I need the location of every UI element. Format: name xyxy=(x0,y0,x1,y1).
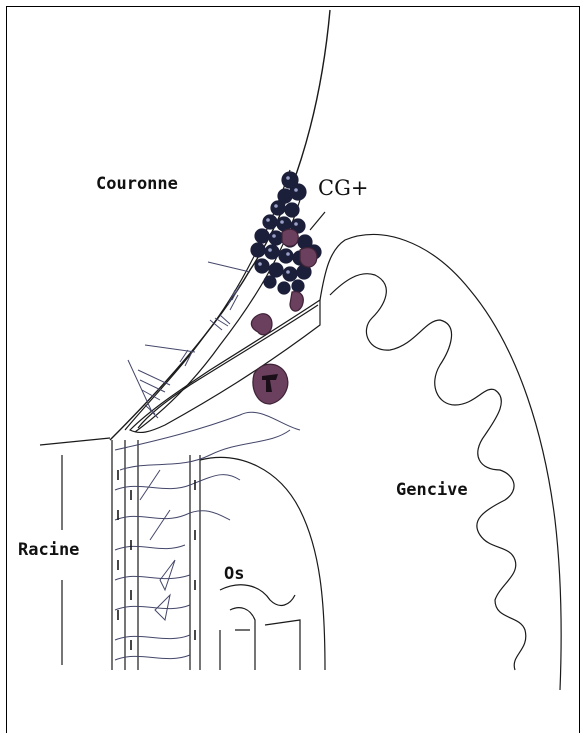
periodontal-fibers xyxy=(115,412,300,660)
label-crown: Couronne xyxy=(96,176,178,193)
label-bone: Os xyxy=(224,566,244,583)
junctional-epithelium-inner xyxy=(138,305,318,428)
label-cg-positive: CG+ xyxy=(318,178,368,199)
label-gum: Gencive xyxy=(396,482,468,499)
alveolar-bone-outline xyxy=(200,457,325,670)
gingiva-outline xyxy=(320,234,561,690)
cg-leader-line xyxy=(310,212,325,230)
crown-fibers xyxy=(128,262,250,418)
bone-trabeculae xyxy=(220,585,300,670)
cervical-line xyxy=(40,438,110,445)
label-root: Racine xyxy=(18,542,79,559)
rete-ridges xyxy=(330,274,526,670)
root-lines xyxy=(112,440,200,670)
root-ticks xyxy=(118,470,195,650)
